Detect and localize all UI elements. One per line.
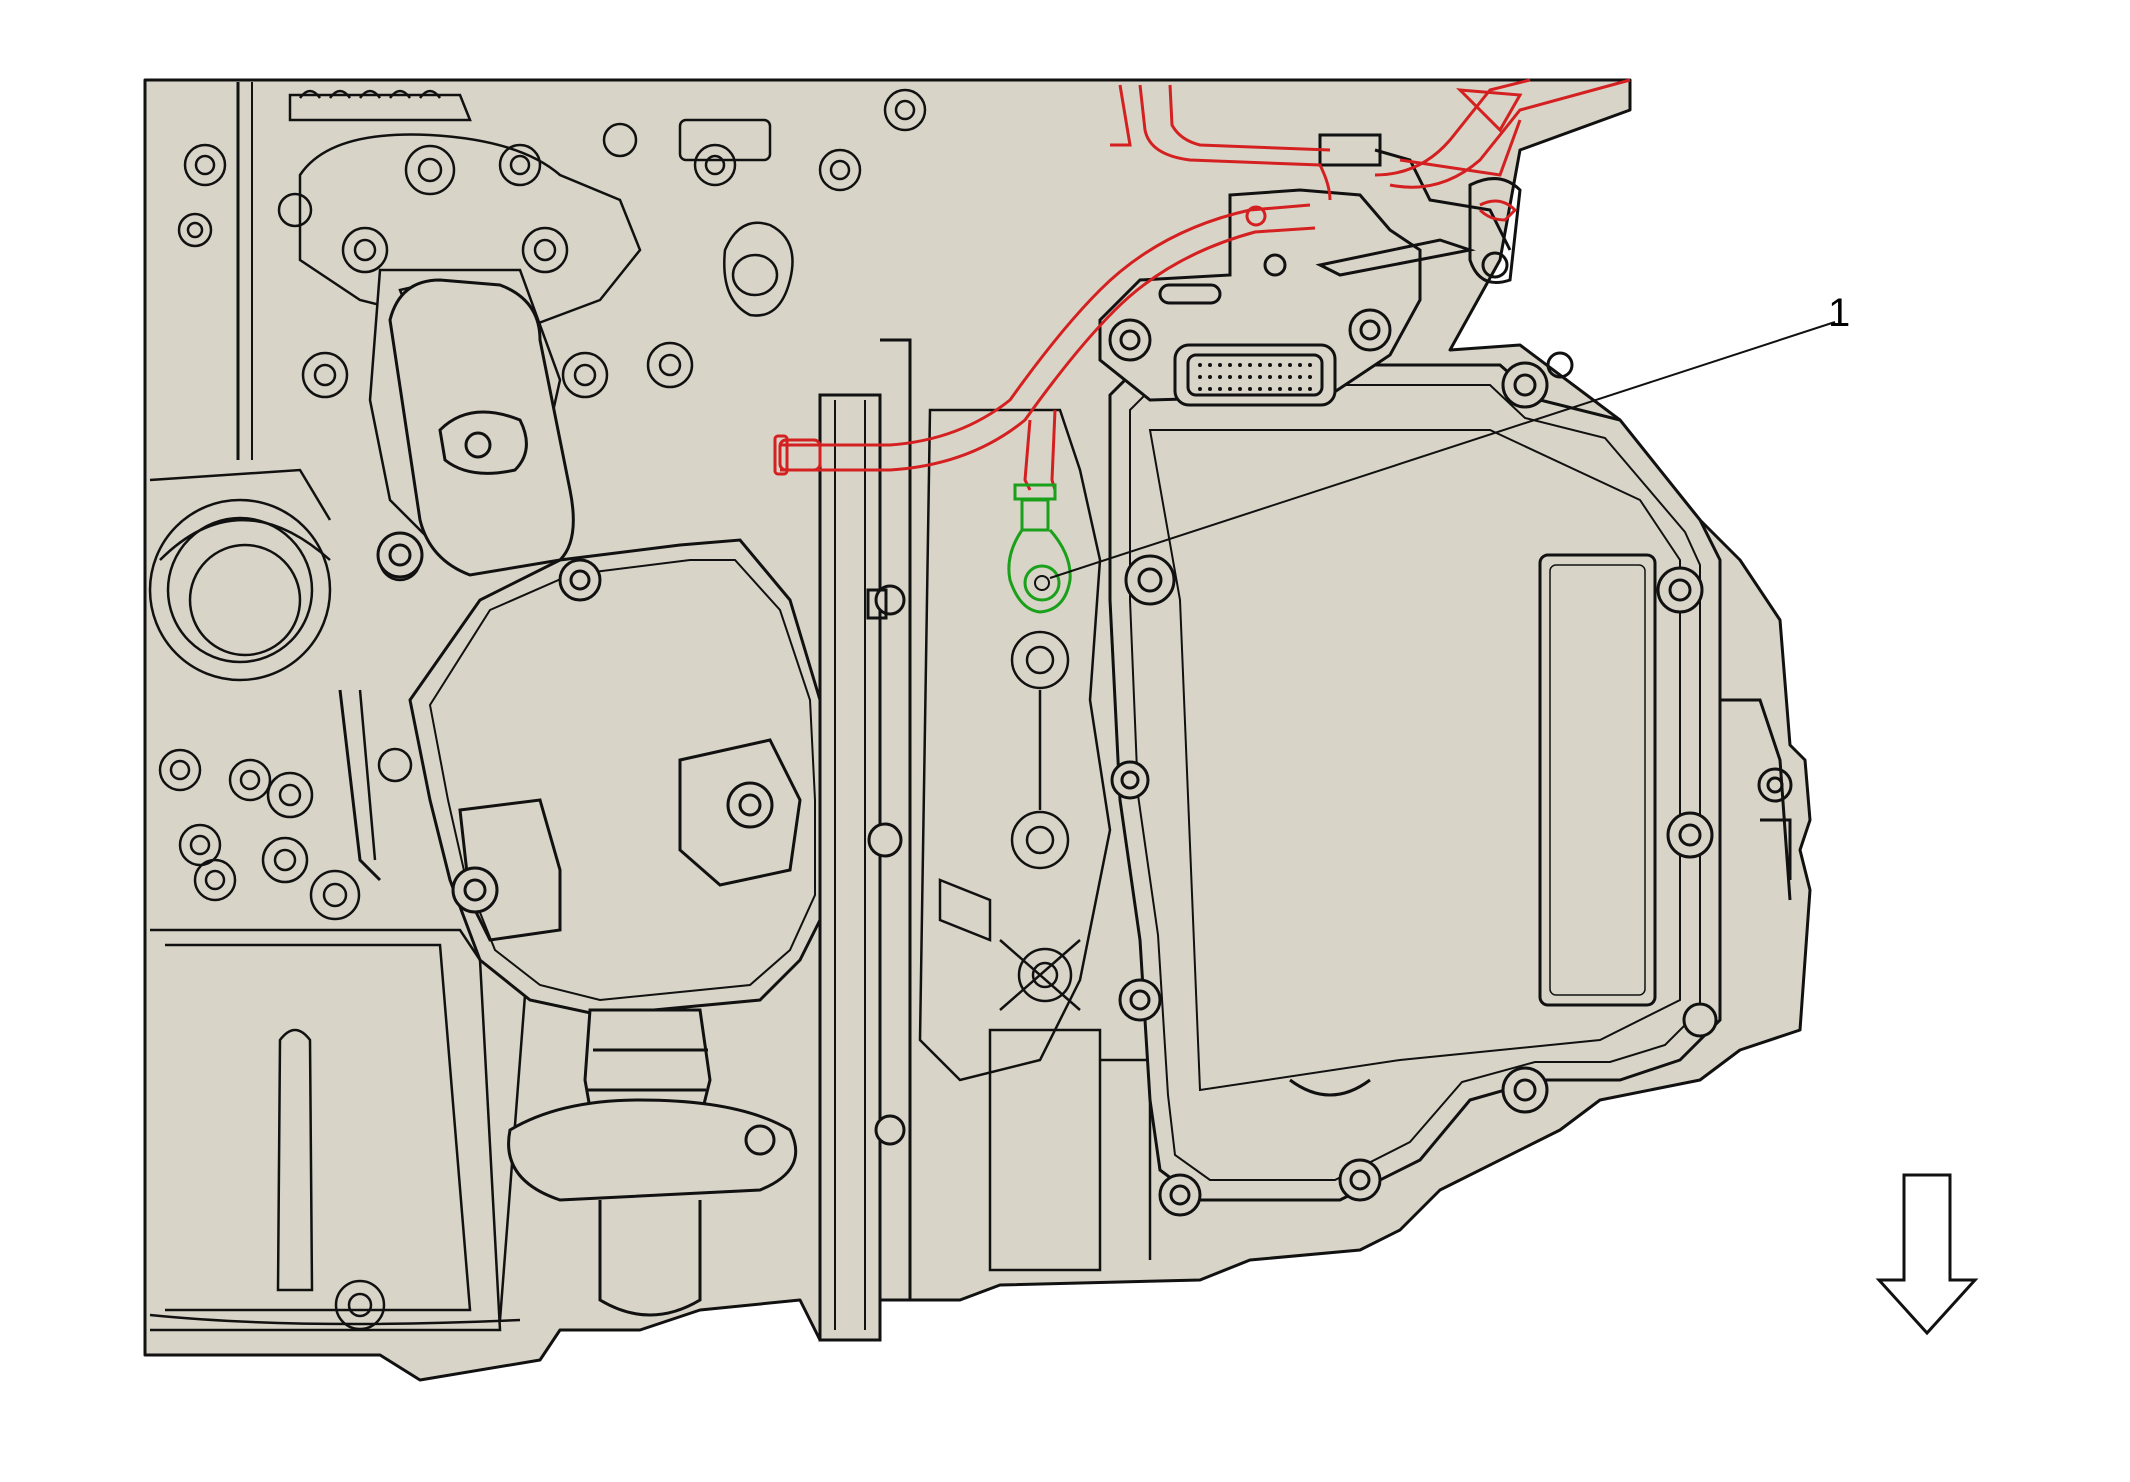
bellhousing-flange <box>818 338 912 1342</box>
callout-leader-line <box>1049 321 1836 579</box>
starter-motor <box>408 538 832 1317</box>
ground-terminal <box>1007 483 1072 614</box>
connector-pins <box>1198 363 1312 391</box>
center-linkage <box>918 408 1152 1272</box>
connector-bracket <box>1098 133 1522 407</box>
callout-label-1: 1 <box>1828 291 1850 335</box>
view-direction-arrow-icon <box>1875 1173 1979 1336</box>
callout-1: 1 <box>1049 291 1850 579</box>
starter-bracket <box>376 278 602 602</box>
wiring-harness <box>773 78 1631 491</box>
control-module <box>1108 351 1793 1217</box>
